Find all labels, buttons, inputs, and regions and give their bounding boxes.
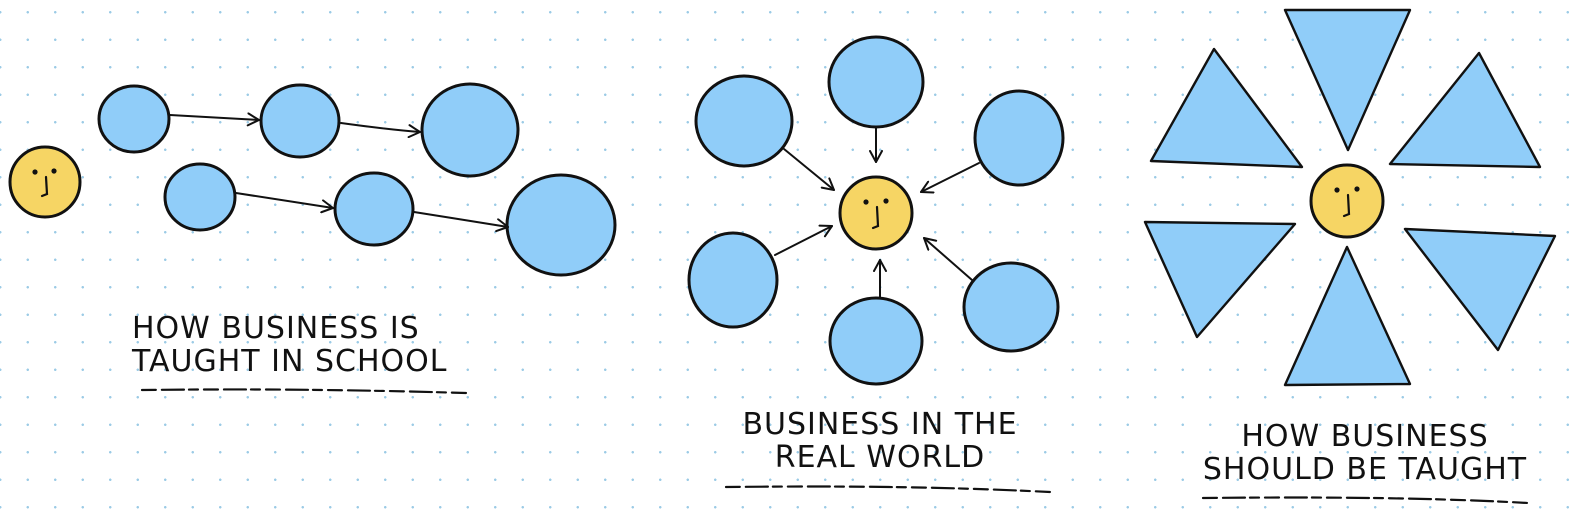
neutral-face-icon <box>8 145 82 219</box>
school-circle-3 <box>420 82 520 178</box>
caption-line: HOW BUSINESS IS <box>132 311 420 346</box>
caption-school: HOW BUSINESS IS TAUGHT IN SCHOOL <box>110 312 490 378</box>
real-circle-lower-left <box>687 231 779 329</box>
real-arrow <box>783 148 835 191</box>
caption-real-world: BUSINESS IN THE REAL WORLD <box>700 408 1060 474</box>
school-circle-5 <box>333 171 415 247</box>
caption-line: SHOULD BE TAUGHT <box>1202 452 1528 487</box>
school-arrow <box>413 211 509 233</box>
school-circle-2 <box>259 83 341 159</box>
should-triangle-bottom <box>1283 245 1412 387</box>
caption-line: HOW BUSINESS <box>1241 419 1489 454</box>
caption-line: TAUGHT IN SCHOOL <box>132 344 448 379</box>
panel-should <box>1143 8 1557 505</box>
neutral-face-icon <box>838 175 914 251</box>
panel-real-world <box>687 35 1065 494</box>
caption-line: BUSINESS IN THE <box>742 407 1018 442</box>
caption-line: REAL WORLD <box>774 440 986 475</box>
real-circle-upper-right <box>973 89 1065 187</box>
school-circle-6 <box>505 173 617 277</box>
should-triangle-upper-right <box>1388 51 1542 169</box>
should-triangle-lower-right <box>1403 227 1557 352</box>
neutral-face-icon <box>1309 163 1385 239</box>
real-underline <box>724 485 1052 494</box>
school-circle-1 <box>97 84 171 154</box>
should-triangle-lower-left <box>1143 220 1297 339</box>
panel-school <box>8 82 617 395</box>
real-arrow <box>920 162 980 194</box>
real-arrow <box>923 237 973 281</box>
should-triangle-upper-left <box>1149 47 1304 169</box>
caption-should: HOW BUSINESS SHOULD BE TAUGHT <box>1180 420 1550 486</box>
should-triangle-top <box>1283 8 1412 152</box>
school-underline <box>140 388 468 395</box>
school-circle-4 <box>163 162 237 232</box>
real-circle-upper-left <box>694 74 794 168</box>
should-underline <box>1201 496 1530 505</box>
school-arrow <box>340 122 421 139</box>
real-arrow <box>774 224 833 256</box>
school-arrow <box>169 112 260 127</box>
real-circle-lower-right <box>962 261 1060 353</box>
real-circle-bottom <box>828 296 924 386</box>
real-circle-top <box>827 35 925 129</box>
school-arrow <box>235 192 334 214</box>
